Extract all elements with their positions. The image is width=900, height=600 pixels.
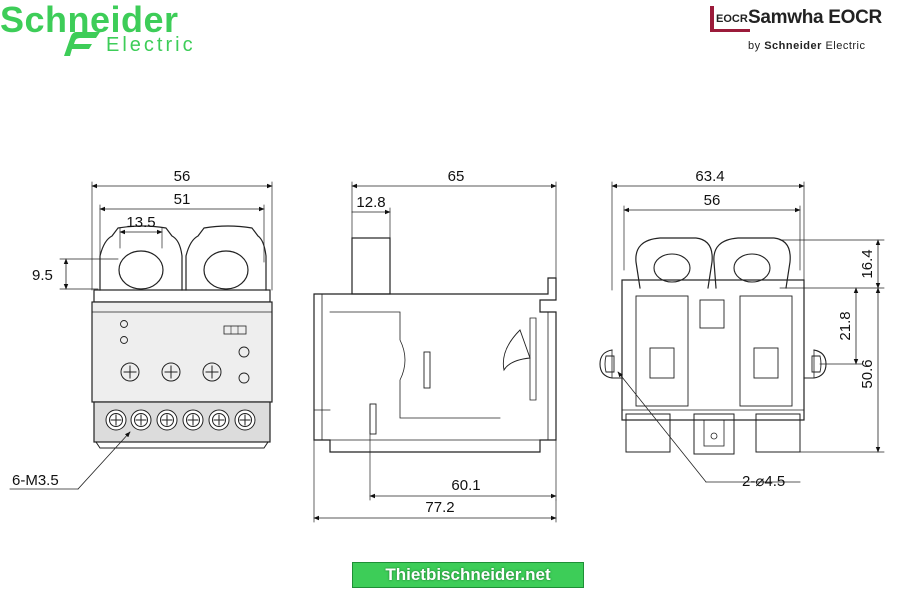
front-window-width-label: 13.5 xyxy=(126,214,155,231)
samwha-brand-name: Samwha EOCR xyxy=(748,7,882,28)
side-post-width-label: 12.8 xyxy=(356,194,385,211)
front-terminal-screws xyxy=(105,409,256,431)
front-window-height-label: 9.5 xyxy=(32,267,53,284)
rear-hole-callout: 2-⌀4.5 xyxy=(742,473,785,490)
rear-hole-offset-label: 21.8 xyxy=(837,311,854,340)
rear-mount-span-label: 56 xyxy=(704,192,721,209)
front-window-span-label: 51 xyxy=(174,191,191,208)
side-base-depth-label: 60.1 xyxy=(451,477,480,494)
dimension-labels: 56 51 13.5 9.5 6-M3.5 65 12.8 60.1 77.2 … xyxy=(12,168,876,516)
side-overall-depth-label: 65 xyxy=(448,168,465,185)
samwha-byline: by Schneider Electric xyxy=(748,40,866,52)
front-top-screws xyxy=(120,362,222,382)
side-total-depth-label: 77.2 xyxy=(425,499,454,516)
rear-overall-width-label: 63.4 xyxy=(695,168,724,185)
schneider-electric-logo: Schneider Electric xyxy=(0,0,260,60)
brand-name: Schneider xyxy=(0,0,179,40)
schneider-logo-mark-icon xyxy=(64,32,100,56)
front-view xyxy=(9,181,273,490)
side-view xyxy=(313,181,557,523)
eocr-badge: EOCR xyxy=(710,6,750,32)
byline-brand: Schneider xyxy=(764,40,822,52)
front-overall-width-label: 56 xyxy=(174,168,191,185)
website-badge: Thietbischneider.net xyxy=(352,562,584,588)
rear-overall-height-label: 50.6 xyxy=(859,359,876,388)
rear-top-offset-label: 16.4 xyxy=(859,249,876,278)
rear-view xyxy=(599,181,885,483)
brand-subtitle: Electric xyxy=(106,34,196,56)
front-screw-callout: 6-M3.5 xyxy=(12,472,59,489)
samwha-eocr-logo: EOCR Samwha EOCR by Schneider Electric xyxy=(700,0,900,64)
byline-suffix: Electric xyxy=(825,40,866,52)
byline-prefix: by xyxy=(748,40,761,52)
